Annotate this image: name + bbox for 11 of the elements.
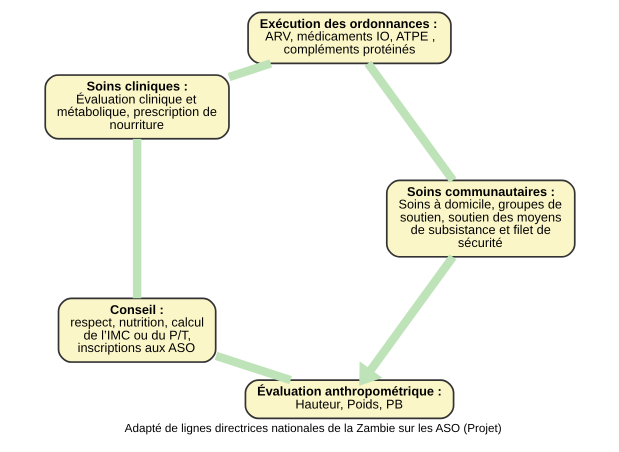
connector — [364, 60, 456, 183]
caption: Adapté de lignes directrices nationales de la Zambie sur les ASO (Projet) — [124, 422, 502, 435]
arrow — [358, 254, 456, 386]
connector — [214, 352, 292, 384]
node-box: Soins communautaires : Soins à domicile, groupes de soutien, soutien des moyens de subsistance et filet de sécurité — [385, 180, 576, 258]
node-box: Évaluation anthropométrique : Hauteur, Poids, PB — [244, 379, 454, 420]
node-box: Exécution des ordonnances : ARV, médicaments IO, ATPE , compléments protéinés — [246, 12, 452, 64]
node-box: Soins cliniques : Évaluation clinique et métabolique, prescription de nourriture — [44, 74, 230, 140]
connector — [132, 138, 141, 298]
node-box: Conseil : respect, nutrition, calcul de l’IMC ou du P/T, inscriptions aux ASO — [57, 298, 216, 363]
connector — [227, 59, 272, 82]
